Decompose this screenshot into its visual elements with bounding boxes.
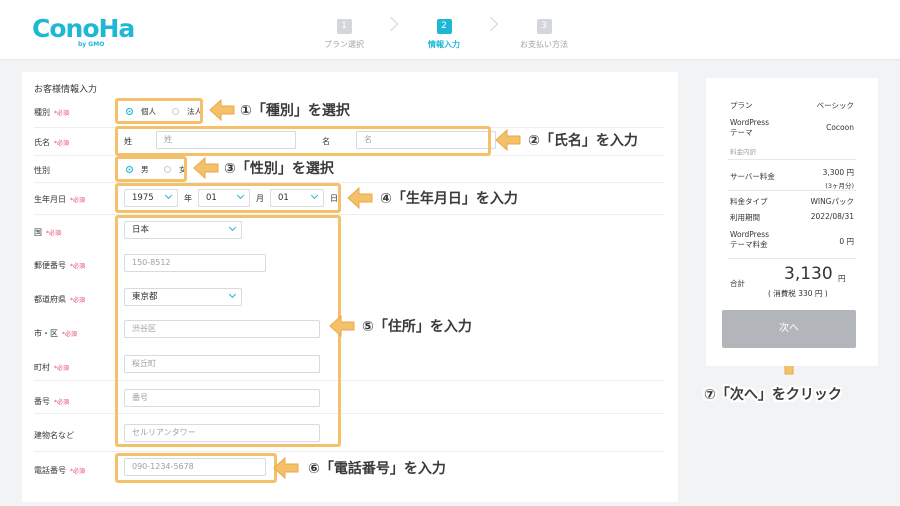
city-input[interactable]: 渋谷区 xyxy=(124,320,320,338)
town-label: 町村*必須 xyxy=(34,363,70,372)
prefecture-label: 都道府県*必須 xyxy=(34,295,86,304)
radio-female[interactable]: 女 xyxy=(164,164,187,175)
step-info: 2 情報入力 xyxy=(404,13,484,50)
callout-gender: ③「性別」を選択 xyxy=(224,161,334,177)
header: ConoHa by GMO 1 プラン選択 2 情報入力 3 お支払い方法 xyxy=(0,0,900,60)
arrow-left-icon xyxy=(193,156,219,180)
radio-male[interactable]: 男 xyxy=(126,164,149,175)
radio-unchecked-icon xyxy=(172,108,179,115)
divider xyxy=(34,451,664,452)
country-select[interactable]: 日本 xyxy=(124,221,242,239)
breakdown-label: 料金内訳 xyxy=(730,148,756,156)
birthdate-label: 生年月日*必須 xyxy=(34,195,86,204)
callout-phone: ⑥「電話番号」を入力 xyxy=(308,461,446,477)
highlight-name xyxy=(115,126,491,156)
arrow-left-icon xyxy=(347,186,373,210)
chevron-right-icon xyxy=(383,16,399,32)
radio-checked-icon xyxy=(126,108,133,115)
birth-month-select[interactable]: 01 xyxy=(198,189,250,207)
divider xyxy=(728,190,856,191)
callout-name: ②「氏名」を入力 xyxy=(528,133,638,149)
summary-plan: プランベーシック xyxy=(730,101,854,110)
birth-day-select[interactable]: 01 xyxy=(270,189,324,207)
last-name-label: 姓 xyxy=(124,137,132,146)
street-number-label: 番号*必須 xyxy=(34,397,70,406)
prefecture-select[interactable]: 東京都 xyxy=(124,288,242,306)
town-input[interactable]: 桜丘町 xyxy=(124,355,320,373)
arrow-left-icon xyxy=(329,314,355,338)
radio-unchecked-icon xyxy=(164,166,171,173)
postal-code-label: 郵便番号*必須 xyxy=(34,261,86,270)
first-name-input[interactable]: 名 xyxy=(356,131,496,149)
highlight-birthdate xyxy=(115,183,341,213)
customer-info-form: お客様情報入力 種別*必須 個人 法人 氏名*必須 姓 姓 名 名 性別 男 女… xyxy=(22,72,678,502)
divider xyxy=(34,413,664,414)
phone-label: 電話番号*必須 xyxy=(34,466,86,475)
step-plan: 1 プラン選択 xyxy=(304,13,384,50)
phone-input[interactable]: 090-1234-5678 xyxy=(124,458,266,476)
building-label: 建物名など xyxy=(34,431,74,440)
arrow-left-icon xyxy=(209,98,235,122)
divider xyxy=(34,182,664,183)
name-label: 氏名*必須 xyxy=(34,138,70,147)
divider xyxy=(728,258,856,259)
highlight-address xyxy=(115,215,341,447)
step-3-number: 3 xyxy=(536,19,552,34)
conoha-logo[interactable]: ConoHa by GMO xyxy=(32,14,135,48)
callout-next: ⑦「次へ」をクリック xyxy=(704,387,842,403)
total-value: 3,130 xyxy=(784,264,833,284)
radio-corporate[interactable]: 法人 xyxy=(172,106,202,117)
day-unit: 日 xyxy=(330,194,338,203)
birth-year-select[interactable]: 1975 xyxy=(124,189,178,207)
logo-text: ConoHa xyxy=(32,14,135,43)
street-number-input[interactable]: 番号 xyxy=(124,389,320,407)
highlight-phone xyxy=(115,453,277,483)
chevron-right-icon xyxy=(483,16,499,32)
callout-address: ⑤「住所」を入力 xyxy=(362,319,472,335)
gender-label: 性別 xyxy=(34,166,50,175)
first-name-label: 名 xyxy=(322,137,330,146)
postal-code-input[interactable]: 150-8512 xyxy=(124,254,266,272)
radio-checked-icon xyxy=(126,166,133,173)
arrow-left-icon xyxy=(495,128,521,152)
divider xyxy=(34,380,664,381)
type-label: 種別*必須 xyxy=(34,108,70,117)
total-unit: 円 xyxy=(838,274,846,283)
last-name-input[interactable]: 姓 xyxy=(156,131,296,149)
step-1-label: プラン選択 xyxy=(324,40,364,49)
step-payment: 3 お支払い方法 xyxy=(504,13,584,50)
country-label: 国*必須 xyxy=(34,228,62,237)
required-mark: *必須 xyxy=(54,110,70,117)
city-label: 市・区*必須 xyxy=(34,329,78,338)
callout-type: ①「種別」を選択 xyxy=(240,103,350,119)
step-3-label: お支払い方法 xyxy=(520,40,568,49)
total-label: 合計 xyxy=(730,279,745,288)
total-tax: ( 消費税 330 円 ) xyxy=(768,289,828,298)
highlight-gender xyxy=(115,156,187,182)
next-button[interactable]: 次へ xyxy=(722,310,856,348)
divider xyxy=(728,159,856,160)
step-2-label: 情報入力 xyxy=(428,40,460,49)
year-unit: 年 xyxy=(184,194,192,203)
arrow-left-icon xyxy=(273,456,299,480)
step-2-number: 2 xyxy=(436,19,452,34)
step-1-number: 1 xyxy=(336,19,352,34)
building-input[interactable]: セルリアンタワー xyxy=(124,424,320,442)
radio-individual[interactable]: 個人 xyxy=(126,106,156,117)
month-unit: 月 xyxy=(256,194,264,203)
section-title: お客様情報入力 xyxy=(34,85,98,95)
divider xyxy=(34,214,664,215)
callout-birthdate: ④「生年月日」を入力 xyxy=(380,191,518,207)
highlight-type xyxy=(115,98,203,124)
logo-by-gmo: by GMO xyxy=(78,41,105,48)
